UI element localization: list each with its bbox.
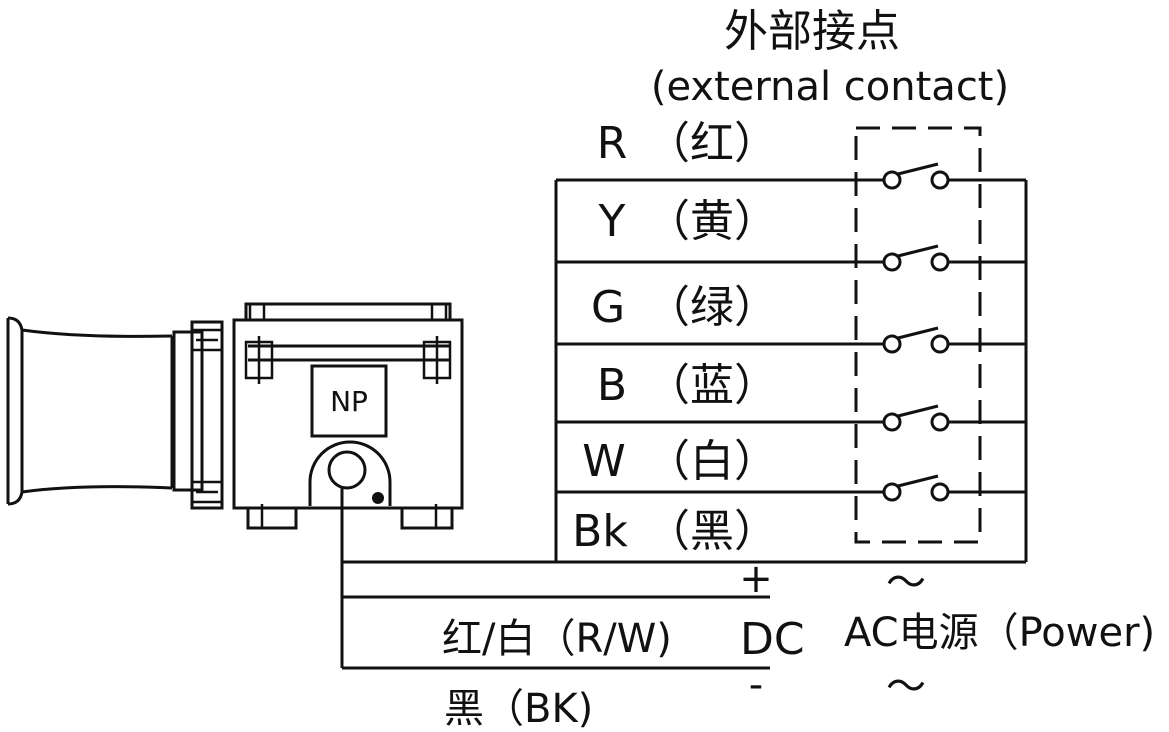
ac-power-label: AC电源（Power)	[844, 610, 1155, 656]
wire-color-bk: （黑）	[646, 506, 778, 557]
power-labels: + - 红/白（R/W) DC 黑（BK) ～ AC电源（Power) ～	[442, 556, 1155, 732]
cable-gland	[308, 440, 392, 506]
wire-color-w: （白）	[646, 436, 778, 487]
ac-symbol-bottom: ～	[886, 664, 926, 710]
horn-speaker-device: NP	[6, 302, 464, 530]
wire-code-g: G	[591, 282, 625, 333]
external-contact-box	[854, 126, 982, 544]
wire-labels: R （红） Y （黄） G （绿） B （蓝） W （白） Bk （黑）	[572, 118, 778, 557]
switch-contacts	[882, 162, 950, 502]
dc-minus-sign: -	[749, 662, 763, 708]
ground-dot	[372, 492, 384, 504]
wire-color-g: （绿）	[646, 282, 778, 333]
wire-code-r: R	[597, 118, 628, 169]
wire-code-y: Y	[598, 196, 626, 247]
dc-plus-sign: +	[739, 556, 773, 602]
wire-code-bk: Bk	[572, 506, 628, 557]
external-contact-title-cn: 外部接点	[724, 6, 900, 57]
wire-color-y: （黄）	[646, 196, 778, 247]
dc-label: DC	[740, 614, 805, 665]
switch-b	[882, 404, 950, 432]
switch-y	[882, 244, 950, 272]
ac-symbol-top: ～	[886, 560, 926, 606]
switch-w	[882, 474, 950, 502]
black-wire-label: 黑（BK)	[444, 686, 593, 732]
switch-r	[882, 162, 950, 190]
switch-g	[882, 326, 950, 354]
red-white-wire-label: 红/白（R/W)	[442, 616, 672, 662]
wire-color-r: （红）	[646, 118, 778, 169]
nameplate-box	[310, 364, 388, 438]
wire-code-b: B	[597, 360, 627, 411]
wire-lines	[342, 178, 1028, 670]
external-contact-title-en: (external contact)	[651, 64, 1009, 110]
wire-code-w: W	[582, 436, 626, 487]
wire-color-b: （蓝）	[646, 360, 778, 411]
nameplate-label: NP	[330, 385, 368, 418]
